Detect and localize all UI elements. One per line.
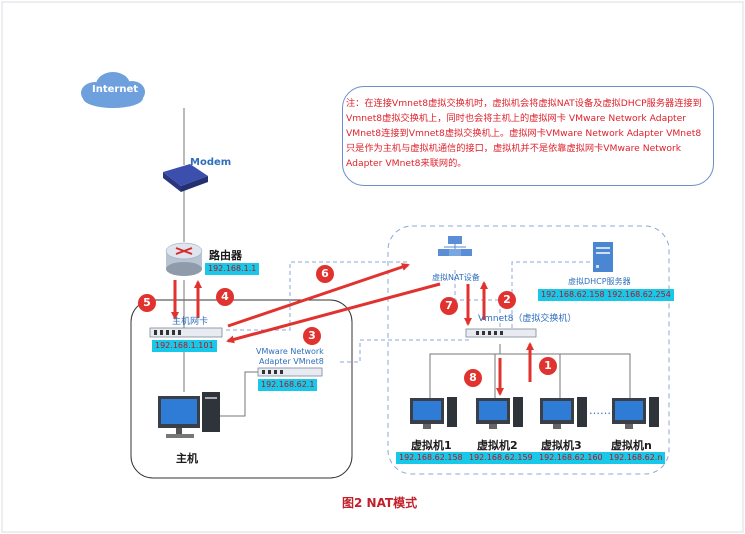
step-badge-8: 8 (464, 369, 482, 387)
nat-device-icon (438, 236, 472, 256)
vmnet8-adapter-label-line2: Adapter VMnet8 (259, 357, 324, 366)
host-computer-icon (158, 392, 220, 438)
vm2-name: 虚拟机2 (477, 439, 518, 452)
nic-nat-dashed-link (226, 261, 410, 331)
note-text: 注：在连接Vmnet8虚拟交换机时，虚拟机会将虚拟NAT设备及虚拟DHCP服务器… (346, 98, 702, 169)
router-icon (165, 242, 203, 276)
modem-label: Modem (190, 157, 232, 168)
vmnet8-adapter-device-icon (257, 367, 323, 377)
vm3-name: 虚拟机3 (541, 439, 582, 452)
vm2-computer-icon (476, 397, 523, 429)
vmnet8-switch-label: Vmnet8（虚拟交换机） (478, 314, 577, 324)
step-badge-4: 4 (216, 288, 234, 306)
step-badge-3: 3 (303, 327, 321, 345)
virtual-network-box (387, 225, 670, 475)
vm2-ip: 192.168.62.159 (466, 452, 536, 464)
vmn-computer-icon (612, 397, 659, 429)
step-badge-5: 5 (138, 294, 156, 312)
internet-label: Internet (92, 84, 139, 95)
arrow-step-6 (227, 263, 410, 328)
host-nic-label: 主机网卡 (172, 317, 209, 327)
arrow-step-3 (226, 282, 441, 344)
step-badge-2: 2 (498, 291, 516, 309)
internet-cloud-icon (81, 72, 145, 108)
router-ip: 192.168.1.1 (205, 263, 260, 275)
host-adapter-link (220, 371, 258, 417)
vm3-ip: 192.168.62.160 (536, 452, 606, 464)
vmn-ip: 192.168.62.n (606, 452, 666, 464)
dhcp-server-ip: 192.168.62.158 192.168.62.254 (538, 289, 674, 301)
vmnet8-switch-icon (465, 328, 537, 338)
vmnet8-adapter-label-line1: VMware Network (256, 347, 324, 356)
dhcp-server-label: 虚拟DHCP服务器 (568, 277, 631, 286)
vm1-computer-icon (410, 397, 457, 429)
modem-icon (163, 164, 208, 192)
nat-switch-dashed-link (454, 270, 501, 328)
vm1-name: 虚拟机1 (411, 439, 452, 452)
vm3-computer-icon (540, 397, 587, 429)
figure-caption: 图2 NAT模式 (342, 496, 418, 510)
router-label: 路由器 (209, 249, 242, 262)
dhcp-server-icon (593, 242, 613, 272)
vm1-ip: 192.168.62.158 (396, 452, 466, 464)
step-badge-1: 1 (539, 357, 557, 375)
host-nic-device-icon (149, 327, 223, 338)
step-badge-6: 6 (316, 265, 334, 283)
nat-device-label: 虚拟NAT设备 (432, 273, 480, 282)
host-nic-ip: 192.168.1.101 (152, 340, 217, 352)
host-box (130, 299, 353, 479)
step-badge-7: 7 (440, 297, 458, 315)
vm-ellipsis: …… (589, 404, 611, 417)
adapter-switch-dashed-link (340, 339, 470, 363)
note-box (342, 86, 714, 186)
vmn-name: 虚拟机n (611, 439, 652, 452)
vmnet8-adapter-ip: 192.168.62.1 (258, 379, 318, 391)
host-label: 主机 (176, 452, 198, 465)
